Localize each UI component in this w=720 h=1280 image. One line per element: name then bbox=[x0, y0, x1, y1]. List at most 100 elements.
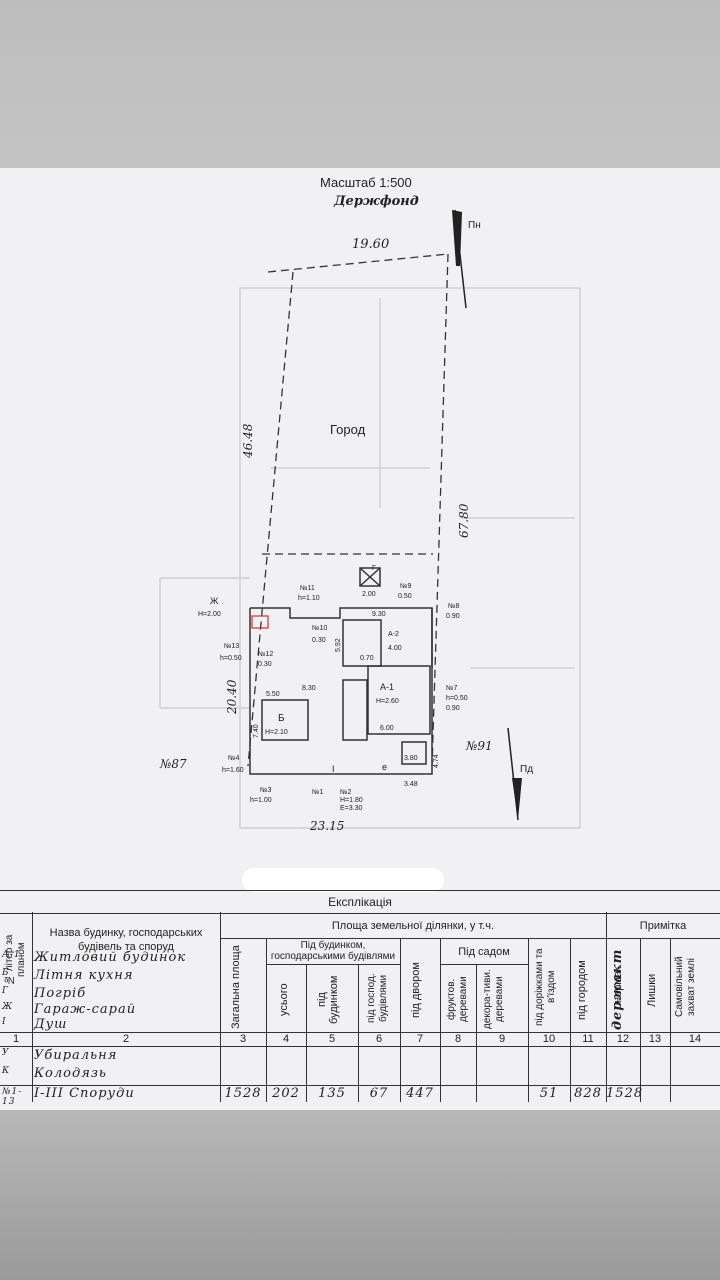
site-plan-drawing: Масштаб 1:500 Держфонд Пн 19.60 46.48 67… bbox=[159, 175, 581, 833]
header-note: Примітка bbox=[639, 920, 687, 932]
label-g-height: 2.00 bbox=[362, 591, 376, 598]
label-b-height: Н=2.10 bbox=[265, 729, 288, 736]
plot-boundary bbox=[247, 253, 449, 767]
label-w9h: 0.50 bbox=[398, 593, 412, 600]
header-out: під господ. будівлями bbox=[366, 973, 389, 1023]
north-label: Пн bbox=[468, 220, 481, 231]
label-w10: №10 bbox=[312, 625, 327, 632]
header-total: Загальна площа bbox=[230, 945, 242, 1029]
total-paths: 51 bbox=[539, 1086, 559, 1101]
num-13: 13 bbox=[648, 1033, 662, 1045]
num-7: 7 bbox=[416, 1033, 424, 1045]
label-zh-h: Н=2.00 bbox=[198, 611, 221, 618]
label-w7: №7 bbox=[446, 685, 458, 692]
dim-left: 46.48 bbox=[241, 423, 255, 459]
header-paths: під доріжками та в'їздом bbox=[534, 948, 557, 1026]
south-label: Пд bbox=[520, 764, 533, 775]
num-1: 1 bbox=[12, 1033, 20, 1045]
header-fruit: фруктов. деревами bbox=[446, 976, 469, 1022]
label-a: А-1 bbox=[380, 682, 394, 692]
label-w1: №1 bbox=[312, 789, 324, 796]
row-no-6: У bbox=[2, 1048, 10, 1058]
label-w7h: h=0.50 bbox=[446, 695, 468, 702]
total-norm: 1528 bbox=[606, 1086, 644, 1101]
num-5: 5 bbox=[328, 1033, 336, 1045]
num-10: 10 bbox=[542, 1033, 556, 1045]
garage-marker bbox=[251, 615, 269, 629]
label-w4: №4 bbox=[228, 755, 240, 762]
label-w11: №11 bbox=[300, 585, 315, 592]
explication-table: Експлікація № літер за планом Назва буди… bbox=[0, 890, 720, 1107]
label-w13h: h=0.50 bbox=[220, 655, 242, 662]
norm-handwritten: держакт bbox=[610, 948, 625, 1030]
total-all: 202 bbox=[272, 1086, 300, 1101]
header-yard: під двором bbox=[410, 962, 422, 1018]
dim-right: 67.80 bbox=[457, 503, 471, 538]
label-w13: №13 bbox=[224, 643, 239, 650]
plan-annotations: Б Н=2.10 А-1 Н=2.60 №11 h=1.10 №10 0.30 … bbox=[198, 565, 468, 812]
header-under-group: Під будинком, господарськими будівлями bbox=[270, 940, 396, 962]
label-w2: №2 bbox=[340, 789, 352, 796]
header-house: під будинком bbox=[316, 975, 340, 1025]
dim-d3: 6.00 bbox=[380, 725, 394, 732]
dim-d6: 7.40 bbox=[253, 724, 260, 738]
header-name: Назва будинку, господарських будівель та… bbox=[49, 927, 203, 953]
owner-label: Держфонд bbox=[333, 194, 419, 209]
num-8: 8 bbox=[454, 1033, 462, 1045]
label-a-height: Н=2.60 bbox=[376, 698, 399, 705]
garden-label: Город bbox=[330, 422, 366, 437]
num-11: 11 bbox=[582, 1033, 594, 1045]
scale-label: Масштаб 1:500 bbox=[320, 175, 412, 190]
num-2: 2 bbox=[122, 1033, 130, 1045]
label-w6: 0.90 bbox=[446, 705, 460, 712]
label-a2: А-2 bbox=[388, 631, 399, 638]
row-name-2: Літня кухня bbox=[34, 968, 134, 983]
row-no-1: А-1 bbox=[2, 950, 21, 960]
num-9: 9 bbox=[498, 1033, 506, 1045]
south-arrow-icon bbox=[507, 727, 522, 821]
header-garden-group: Під садом bbox=[458, 946, 510, 958]
row-name-5: Душ bbox=[34, 1017, 68, 1032]
total-house: 135 bbox=[318, 1086, 346, 1101]
row-no-3: Г bbox=[2, 986, 9, 996]
label-e: е bbox=[382, 762, 387, 772]
header-seize: Самовільний захват землі bbox=[674, 956, 697, 1018]
label-w3: №3 bbox=[260, 787, 272, 794]
dim-house-w: 5.50 bbox=[266, 691, 280, 698]
row-name-4: Гараж-сарай bbox=[34, 1002, 137, 1017]
num-4: 4 bbox=[282, 1033, 290, 1045]
total-out: 67 bbox=[369, 1086, 389, 1101]
label-w4h: h=1.60 bbox=[222, 767, 244, 774]
neighbor-left: №87 bbox=[159, 757, 187, 771]
num-6: 6 bbox=[375, 1033, 383, 1045]
label-bh: 3.80 bbox=[404, 755, 418, 762]
row-name-1: Житловий будинок bbox=[34, 950, 187, 965]
label-w8: №8 bbox=[448, 603, 460, 610]
total-no: №1-13 bbox=[2, 1087, 23, 1107]
total-yard: 447 bbox=[406, 1086, 434, 1101]
row-no-4: Ж bbox=[2, 1002, 14, 1012]
header-area-group: Площа земельної ділянки, у т.ч. bbox=[331, 920, 495, 932]
label-b: Б bbox=[278, 713, 285, 724]
dim-d5: 4.74 bbox=[433, 754, 440, 768]
dim-side-left: 20.40 bbox=[225, 679, 239, 715]
total-area: 1528 bbox=[224, 1086, 262, 1101]
label-g: Г bbox=[372, 565, 376, 572]
label-w3h: h=1.00 bbox=[250, 797, 272, 804]
redaction-mark bbox=[242, 868, 444, 892]
dim-top: 19.60 bbox=[352, 237, 389, 252]
label-w2e: Е=3.30 bbox=[340, 805, 362, 812]
row-no-2: Б bbox=[2, 968, 10, 978]
dim-bottom: 23.15 bbox=[309, 819, 344, 833]
label-ar: 0.70 bbox=[360, 655, 374, 662]
label-w8h: 0.90 bbox=[446, 613, 460, 620]
label-w10h: 0.30 bbox=[312, 637, 326, 644]
background-map-lines bbox=[159, 287, 581, 829]
header-decor: декора-тиви. деревами bbox=[482, 969, 505, 1029]
num-12: 12 bbox=[616, 1033, 630, 1045]
neighbor-right: №91 bbox=[465, 739, 493, 753]
label-i: І bbox=[332, 764, 335, 774]
label-w11h: h=1.10 bbox=[298, 595, 320, 602]
label-w2h: Н=1.80 bbox=[340, 797, 363, 804]
dim-d1: 8.30 bbox=[302, 685, 316, 692]
